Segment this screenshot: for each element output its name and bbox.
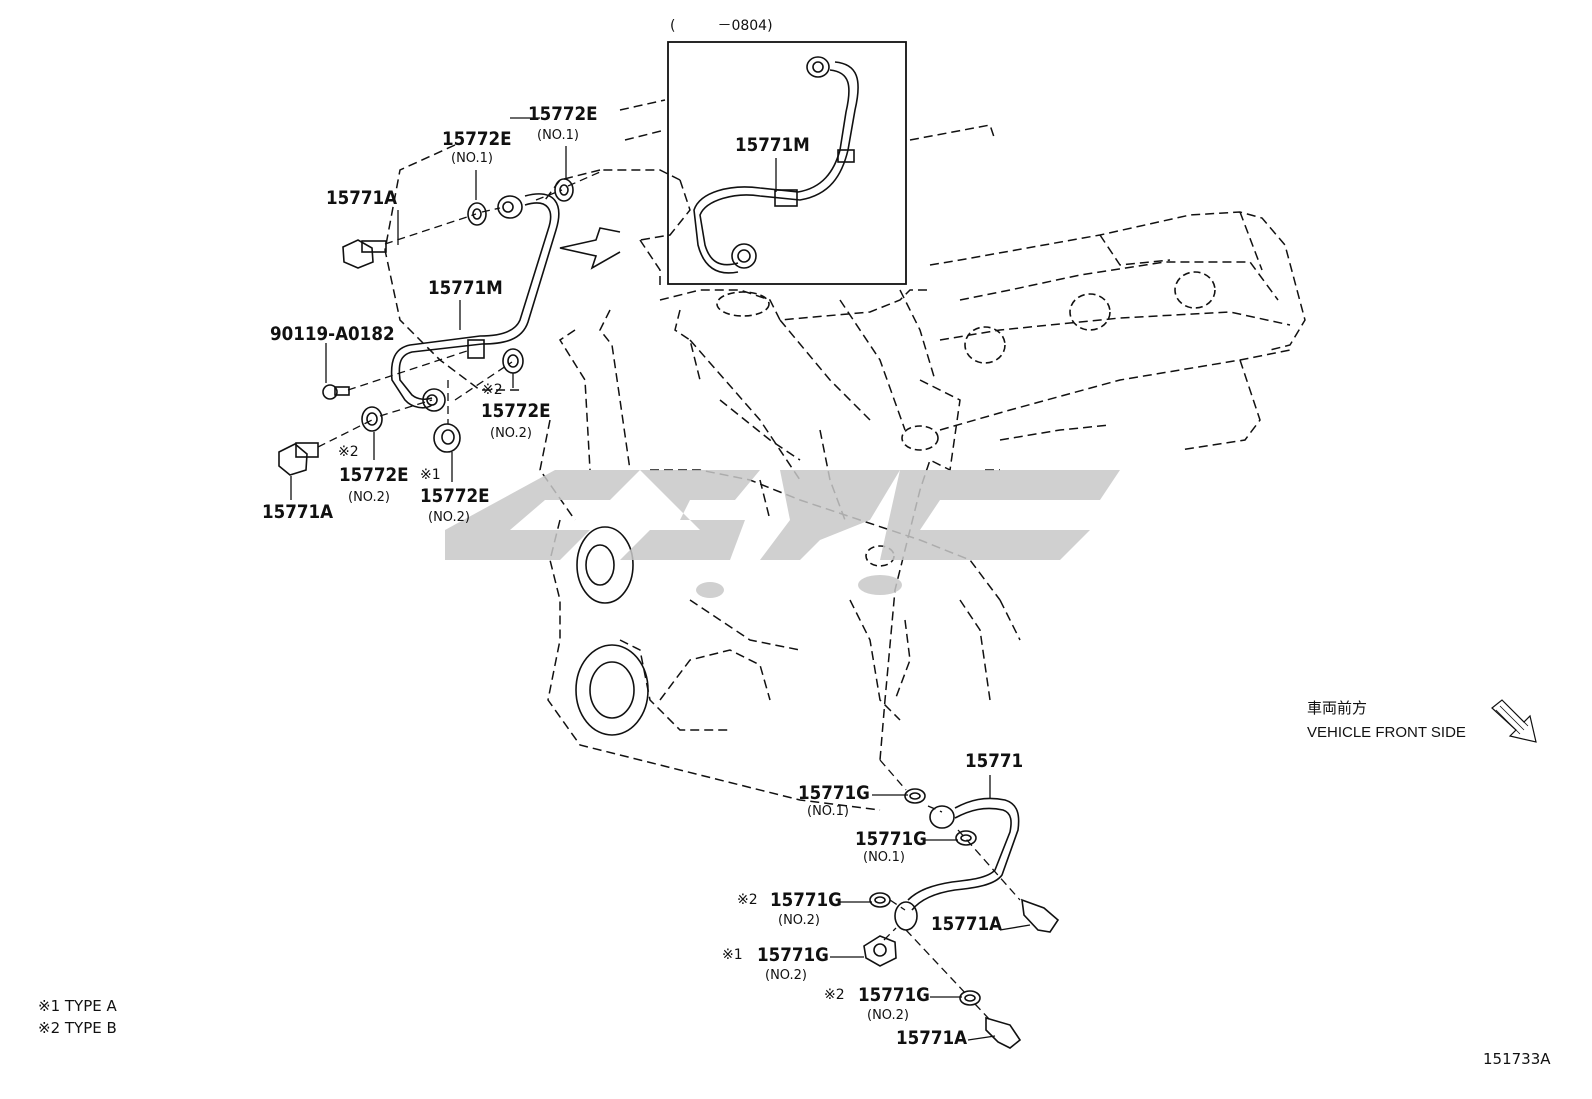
- part-15771g-label: 15771G: [798, 782, 870, 804]
- part-15772e-sub: (NO.2): [428, 510, 470, 525]
- pipe-15771m: [390, 193, 560, 412]
- flow-arrow: [559, 227, 621, 270]
- type-b-mark: ※2: [338, 444, 359, 460]
- part-15772e-label: 15772E: [339, 464, 409, 486]
- part-15771g-sub: (NO.1): [863, 850, 905, 865]
- part-15772e-sub: (NO.1): [537, 128, 579, 143]
- type-b-mark: ※2: [824, 987, 845, 1003]
- part-15772e-label: 15772E: [442, 128, 512, 150]
- figure-id: 151733A: [1483, 1050, 1551, 1068]
- type-a-mark: ※1: [420, 467, 441, 483]
- part-15772e-sub: (NO.2): [348, 490, 390, 505]
- part-15771a-label: 15771A: [931, 913, 1003, 935]
- inset-part-number: 15771M: [735, 134, 810, 156]
- part-15771g-label: 15771G: [770, 889, 842, 911]
- vehicle-front-label: VEHICLE FRONT SIDE: [1307, 724, 1466, 741]
- legend-type-b: ※2 TYPE B: [38, 1019, 117, 1037]
- vehicle-front-label-jp: 車両前方: [1307, 700, 1368, 717]
- part-15772e-label: 15772E: [481, 400, 551, 422]
- part-15771-label: 15771: [965, 750, 1024, 772]
- part-15771g-sub: (NO.2): [867, 1008, 909, 1023]
- part-15771a-label: 15771A: [326, 187, 398, 209]
- vehicle-front-arrow-icon: [1491, 699, 1537, 743]
- type-a-mark: ※1: [722, 947, 743, 963]
- upper-fittings: [278, 178, 574, 476]
- watermark-logo: [445, 470, 1120, 598]
- type-b-mark: ※2: [482, 382, 503, 398]
- inset-pipe: [693, 56, 859, 274]
- part-15772e-sub: (NO.1): [451, 151, 493, 166]
- part-15771a-label: 15771A: [896, 1027, 968, 1049]
- engine-outline: [384, 99, 1306, 811]
- part-15772e-label: 15772E: [528, 103, 598, 125]
- part-15771a-label: 15771A: [262, 501, 334, 523]
- engine-pulley: [575, 526, 649, 736]
- part-15771g-label: 15771G: [858, 984, 930, 1006]
- type-b-mark: ※2: [737, 892, 758, 908]
- pipe-15771: [863, 788, 1060, 1049]
- engine-holes: [716, 271, 1216, 567]
- part-15771g-sub: (NO.1): [807, 804, 849, 819]
- part-15772e-label: 15772E: [420, 485, 490, 507]
- inset-frame: [667, 41, 907, 285]
- inset-range-label: ( －0804): [670, 18, 773, 34]
- part-90119-label: 90119-A0182: [270, 323, 395, 345]
- part-15771m-label: 15771M: [428, 277, 503, 299]
- part-15771g-label: 15771G: [855, 828, 927, 850]
- legend-type-a: ※1 TYPE A: [38, 997, 117, 1015]
- part-15771g-sub: (NO.2): [765, 968, 807, 983]
- part-15771g-sub: (NO.2): [778, 913, 820, 928]
- part-15772e-sub: (NO.2): [490, 426, 532, 441]
- part-15771g-label: 15771G: [757, 944, 829, 966]
